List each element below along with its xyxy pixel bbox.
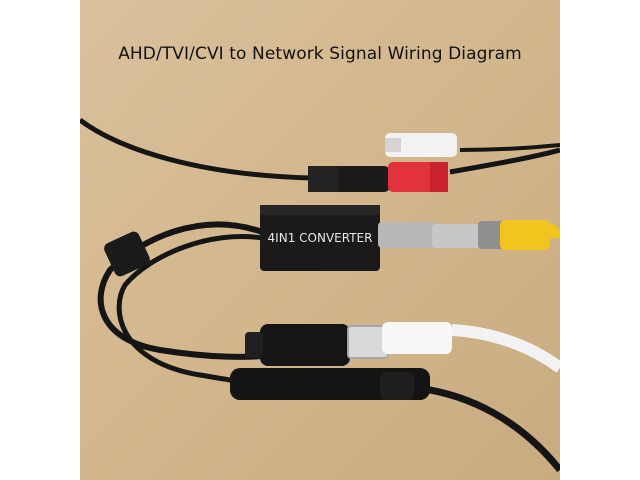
product-photo: 4IN1 CONVERTER [80, 0, 560, 480]
converter-cable-loop [97, 221, 271, 360]
bnc-yellow-plug [500, 220, 550, 250]
wiring-illustration: 4IN1 CONVERTER [80, 117, 560, 473]
page-title: AHD/TVI/CVI to Network Signal Wiring Dia… [118, 44, 522, 64]
ethernet-cable [451, 324, 560, 373]
bnc-connector-left [378, 222, 438, 248]
rca-white-plug [385, 133, 457, 157]
audio-cable [80, 117, 311, 181]
ferrite-core [104, 231, 150, 277]
network-plug [260, 324, 350, 366]
rca-cable-white-tail [459, 143, 560, 152]
converter-label: 4IN1 CONVERTER [268, 231, 373, 245]
power-cable [417, 384, 560, 473]
converter-box [260, 205, 380, 271]
rca-cable-right [449, 147, 560, 175]
